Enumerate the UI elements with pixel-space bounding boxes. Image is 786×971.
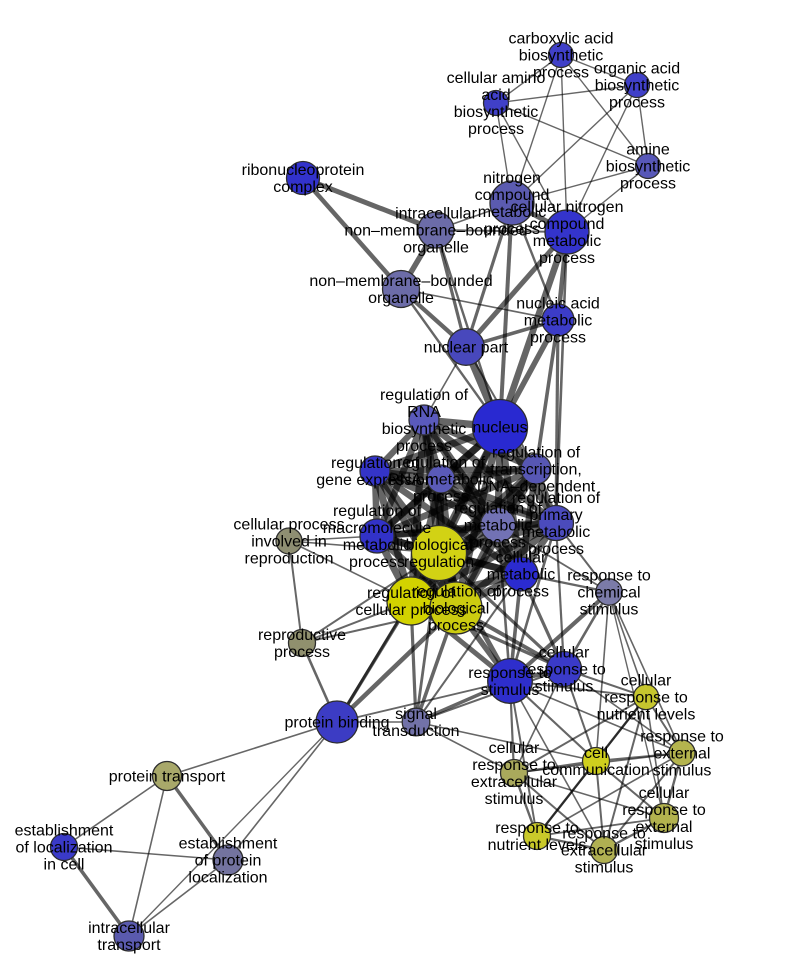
svg-text:nuclear part: nuclear part <box>424 339 509 356</box>
svg-text:nucleus: nucleus <box>472 419 527 436</box>
svg-text:protein binding: protein binding <box>285 714 390 731</box>
svg-text:protein transport: protein transport <box>109 768 226 785</box>
